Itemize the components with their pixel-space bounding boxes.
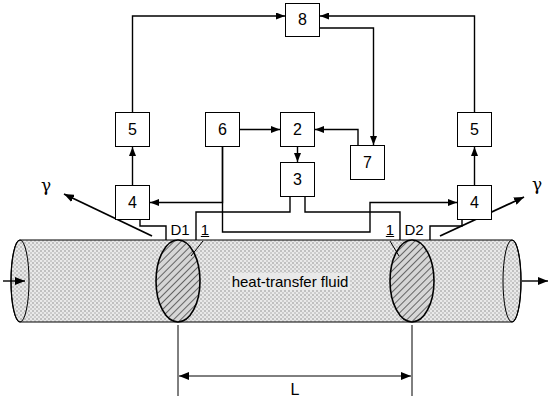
fluid-label: heat-transfer fluid [230,273,351,290]
detector-name: D2 [404,221,423,238]
process-box: 4 [115,185,150,220]
process-box: 7 [350,145,385,180]
signal-arrow [320,16,475,112]
box-number: 6 [218,121,227,139]
box-number: 2 [293,121,302,139]
process-box: 5 [115,112,150,147]
extension-line [412,325,413,396]
leader-line [390,241,399,256]
callout-number: 1 [386,221,394,238]
extension-line [178,325,179,396]
box-number: 8 [298,11,307,29]
signal-arrow [297,147,298,162]
pipe-section: heat-transfer fluid [0,238,553,326]
signal-arrow [240,129,280,130]
box-number: 4 [128,194,137,212]
signal-wire [196,197,290,242]
signal-wire [140,220,166,242]
leader-line [191,241,203,256]
detector-name: D1 [170,221,189,238]
signal-arrow [223,147,458,232]
pipe-body [11,240,521,322]
callout-number: 1 [201,221,209,238]
process-box: 2 [280,112,315,147]
signal-arrow [132,147,133,185]
signal-arrow [315,130,358,146]
signal-arrow [133,16,286,112]
flow-arrow [3,280,25,281]
process-box: 5 [457,112,492,147]
dimension-label: L [291,381,300,399]
gamma-symbol: γ [41,176,51,195]
signal-wire [430,220,462,242]
dimension-line [179,376,411,377]
box-number: 5 [128,121,137,139]
box-number: 4 [470,194,479,212]
gamma-symbol: γ [532,175,542,194]
detector-section [390,240,434,322]
process-box: 8 [285,3,320,37]
signal-arrow [150,147,223,203]
signal-arrow [320,28,374,145]
signal-arrow [474,147,475,185]
flow-arrow [522,280,548,281]
pipe-end [503,240,521,322]
box-number: 7 [363,154,372,172]
signal-wire [305,197,400,242]
process-box: 4 [457,185,492,220]
process-box: 3 [280,162,315,197]
process-box: 6 [205,112,240,147]
box-number: 3 [293,171,302,189]
box-number: 5 [470,121,479,139]
